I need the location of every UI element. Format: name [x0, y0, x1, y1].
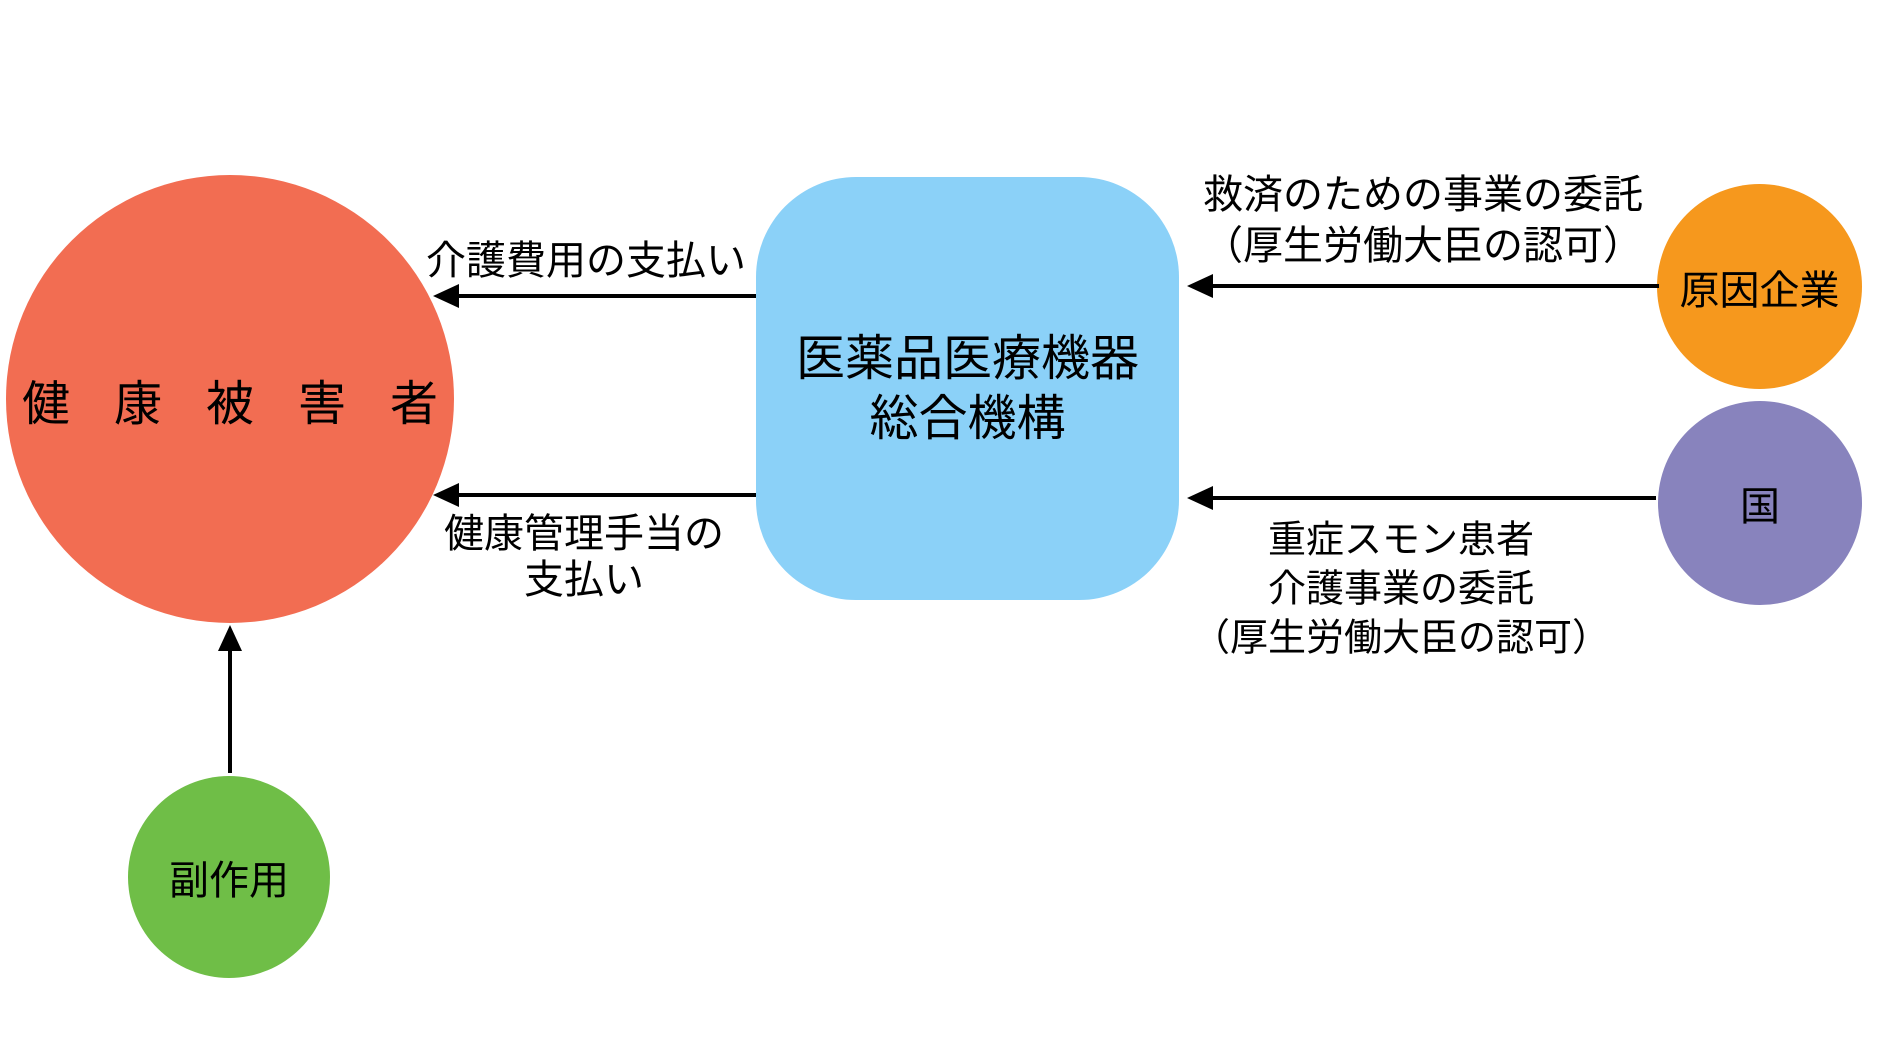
node-pmda-agency: 医薬品医療機器 総合機構: [756, 177, 1179, 600]
relief-commission-label-line2: （厚生労働大臣の認可）: [1203, 223, 1643, 269]
smon-commission-label: 重症スモン患者 介護事業の委託 （厚生労働大臣の認可）: [1192, 516, 1610, 663]
arrow-head-left: [433, 284, 459, 308]
state-label: 国: [1740, 484, 1780, 530]
health-allowance-label-line2: 支払い: [524, 557, 644, 603]
health-allowance-arrow: [433, 483, 756, 507]
arrow-shaft: [228, 647, 232, 773]
cause-company-label: 原因企業: [1679, 267, 1840, 314]
health-allowance-label: 健康管理手当の 支払い: [444, 511, 724, 603]
arrow-shaft: [1209, 284, 1659, 288]
node-side-effect: 副作用: [128, 776, 330, 978]
arrow-head-left: [1187, 486, 1213, 510]
pmda-label-line2: 総合機構: [869, 389, 1066, 447]
arrow-head-up: [218, 625, 242, 651]
relief-commission-label: 救済のための事業の委託 （厚生労働大臣の認可）: [1203, 170, 1643, 272]
node-state: 国: [1658, 401, 1862, 605]
arrow-head-left: [1187, 274, 1213, 298]
arrow-head-left: [433, 483, 459, 507]
node-cause-company: 原因企業: [1657, 184, 1862, 389]
health-allowance-label-line1: 健康管理手当の: [444, 511, 724, 557]
smon-commission-arrow: [1187, 486, 1656, 510]
care-cost-label: 介護費用の支払い: [426, 238, 746, 284]
side-effect-arrow: [218, 625, 242, 773]
side-effect-label: 副作用: [169, 858, 289, 904]
smon-commission-label-line2: 介護事業の委託: [1267, 566, 1535, 611]
arrow-shaft: [455, 493, 756, 497]
pmda-label-line1: 医薬品医療機器: [795, 329, 1139, 387]
health-victims-label: 健康被害者: [21, 376, 482, 432]
care-cost-arrow: [433, 284, 756, 308]
arrow-shaft: [1209, 496, 1656, 500]
smon-commission-label-line1: 重症スモン患者: [1267, 517, 1535, 562]
relief-commission-arrow: [1187, 274, 1659, 298]
arrow-shaft: [455, 294, 756, 298]
relief-commission-label-line1: 救済のための事業の委託: [1203, 172, 1643, 218]
node-health-victims: 健康被害者: [6, 175, 454, 623]
smon-commission-label-line3: （厚生労働大臣の認可）: [1191, 615, 1611, 660]
